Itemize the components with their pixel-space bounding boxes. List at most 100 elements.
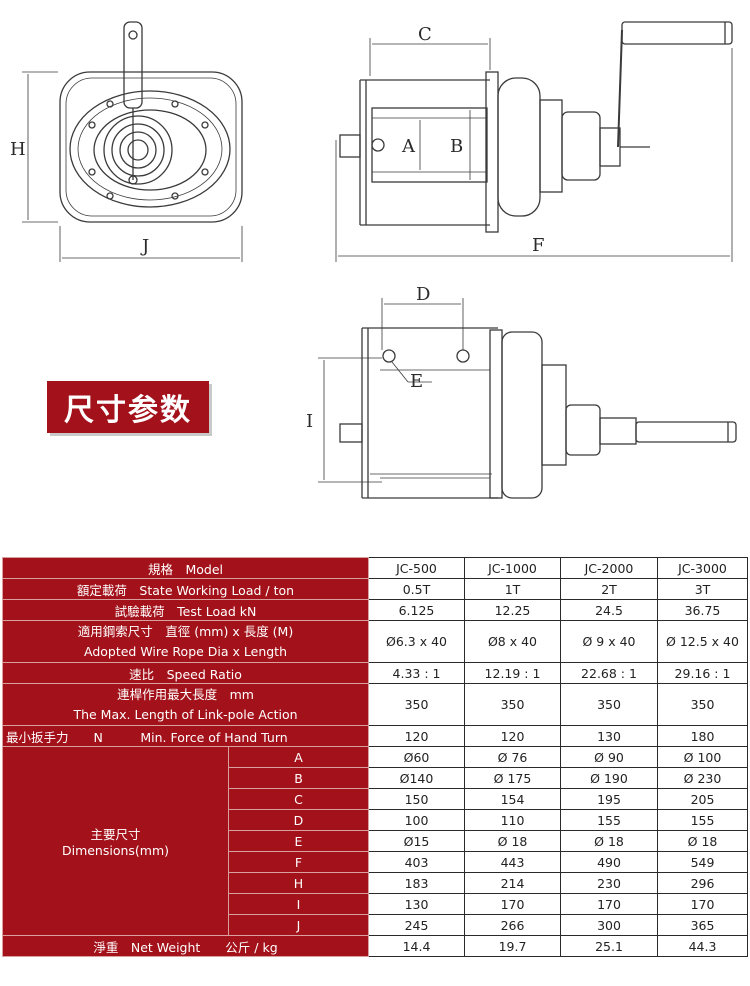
table-header-row: 規格 Model JC-500 JC-1000 JC-2000 JC-3000 [2, 557, 748, 579]
dimensions-label-en: Dimensions(mm) [61, 843, 170, 858]
cell: Ø 175 [464, 767, 561, 789]
row-label: 試驗載荷 Test Load kN [2, 599, 369, 621]
cell: 296 [657, 872, 748, 894]
row-label-line1: 適用鋼索尺寸 直徑 (mm) x 長度 (M) [77, 623, 294, 639]
cell: 29.16 : 1 [657, 662, 748, 684]
front-view-handle [123, 21, 143, 109]
cell: 2T [560, 578, 658, 600]
cell: 170 [464, 893, 561, 915]
side-view-crank-handle [621, 21, 733, 45]
cell: 120 [368, 725, 465, 747]
cell: 490 [560, 851, 658, 873]
cell: 245 [368, 914, 465, 936]
cell: 24.5 [560, 599, 658, 621]
winch-dimension-drawing: H J C A B F D E I [10, 21, 737, 499]
cell: 120 [464, 725, 561, 747]
dimension-row: J 245 266 300 365 [3, 914, 748, 936]
cell: 183 [368, 872, 465, 894]
cell: 350 [657, 683, 748, 726]
table-row: 最小扳手力 N Min. Force of Hand Turn 120 120 … [2, 725, 748, 747]
cell: Ø 76 [464, 746, 561, 768]
table-row: 連桿作用最大長度 mm The Max. Length of Link-pole… [2, 683, 748, 726]
table-row: 試驗載荷 Test Load kN 6.125 12.25 24.5 36.75 [2, 599, 748, 621]
technical-drawings: H J C A B F D E I [10, 21, 737, 499]
cell: 266 [464, 914, 561, 936]
dimension-row: I 130 170 170 170 [3, 893, 748, 915]
cell: Ø 12.5 x 40 [657, 620, 748, 663]
cell: 44.3 [657, 935, 748, 957]
top-view-crank-handle [635, 421, 737, 443]
front-view-outer-frame [59, 71, 243, 223]
cell: Ø 9 x 40 [560, 620, 658, 663]
spec-table: 規格 Model JC-500 JC-1000 JC-2000 JC-3000 … [2, 557, 748, 957]
cell: 205 [657, 788, 748, 810]
front-view-housing [69, 90, 231, 208]
dimension-row: B Ø140 Ø 175 Ø 190 Ø 230 [3, 767, 748, 789]
cell: Ø 230 [657, 767, 748, 789]
cell: 365 [657, 914, 748, 936]
cell: 4.33 : 1 [368, 662, 465, 684]
row-label: 適用鋼索尺寸 直徑 (mm) x 長度 (M) Adopted Wire Rop… [2, 620, 369, 663]
front-view-drum [103, 115, 173, 185]
cell: Ø 18 [464, 830, 561, 852]
cell: 130 [560, 725, 658, 747]
row-label-line2: Adopted Wire Rope Dia x Length [83, 643, 288, 659]
model-jc-1000: JC-1000 [464, 557, 561, 579]
cell: 6.125 [368, 599, 465, 621]
dimensions-label: 主要尺寸 Dimensions(mm) [2, 746, 229, 936]
dimension-letter: F [228, 851, 369, 873]
row-label: 速比 Speed Ratio [2, 662, 369, 684]
cell: 170 [657, 893, 748, 915]
cell: 110 [464, 809, 561, 831]
model-label: 規格 Model [2, 557, 369, 579]
cell: 350 [368, 683, 465, 726]
model-jc-3000: JC-3000 [657, 557, 748, 579]
cell: 214 [464, 872, 561, 894]
row-label: 額定載荷 State Working Load / ton [2, 578, 369, 600]
cell: 12.25 [464, 599, 561, 621]
cell: Ø 190 [560, 767, 658, 789]
mounting-hole-2 [456, 349, 470, 363]
cell: 14.4 [368, 935, 465, 957]
cell: 195 [560, 788, 658, 810]
cell: Ø 90 [560, 746, 658, 768]
dim-label-i: I [306, 411, 313, 432]
dimension-letter: D [228, 809, 369, 831]
cell: 12.19 : 1 [464, 662, 561, 684]
cell: 170 [560, 893, 658, 915]
dim-label-b: B [450, 136, 463, 157]
cell: 155 [560, 809, 658, 831]
dimension-letter: B [228, 767, 369, 789]
dimension-letter: C [228, 788, 369, 810]
side-view-gear-housing [497, 77, 541, 217]
cell: Ø 100 [657, 746, 748, 768]
cell: Ø8 x 40 [464, 620, 561, 663]
cell: 154 [464, 788, 561, 810]
cell: Ø60 [368, 746, 465, 768]
dimension-letter: A [228, 746, 369, 768]
cell: 180 [657, 725, 748, 747]
cell: 350 [464, 683, 561, 726]
cell: Ø 18 [560, 830, 658, 852]
dim-label-j: J [140, 236, 149, 257]
cell: 403 [368, 851, 465, 873]
dimension-row: 主要尺寸 Dimensions(mm) A Ø60 Ø 76 Ø 90 Ø 10… [2, 746, 748, 936]
dim-label-d: D [416, 284, 430, 305]
cell: Ø6.3 x 40 [368, 620, 465, 663]
dimension-letter: I [228, 893, 369, 915]
dimension-row: C 150 154 195 205 [3, 788, 748, 810]
dimension-row: H 183 214 230 296 [3, 872, 748, 894]
dimension-letter: H [228, 872, 369, 894]
cell: 25.1 [560, 935, 658, 957]
dimensions-label-cn: 主要尺寸 [90, 827, 141, 842]
cell: 36.75 [657, 599, 748, 621]
cell: 130 [368, 893, 465, 915]
table-row: 適用鋼索尺寸 直徑 (mm) x 長度 (M) Adopted Wire Rop… [2, 620, 748, 663]
model-jc-2000: JC-2000 [560, 557, 658, 579]
cell: 100 [368, 809, 465, 831]
row-label-line2: The Max. Length of Link-pole Action [73, 706, 298, 722]
cell: 230 [560, 872, 658, 894]
dim-label-c: C [418, 24, 432, 45]
cell: 1T [464, 578, 561, 600]
dimension-letter: E [228, 830, 369, 852]
